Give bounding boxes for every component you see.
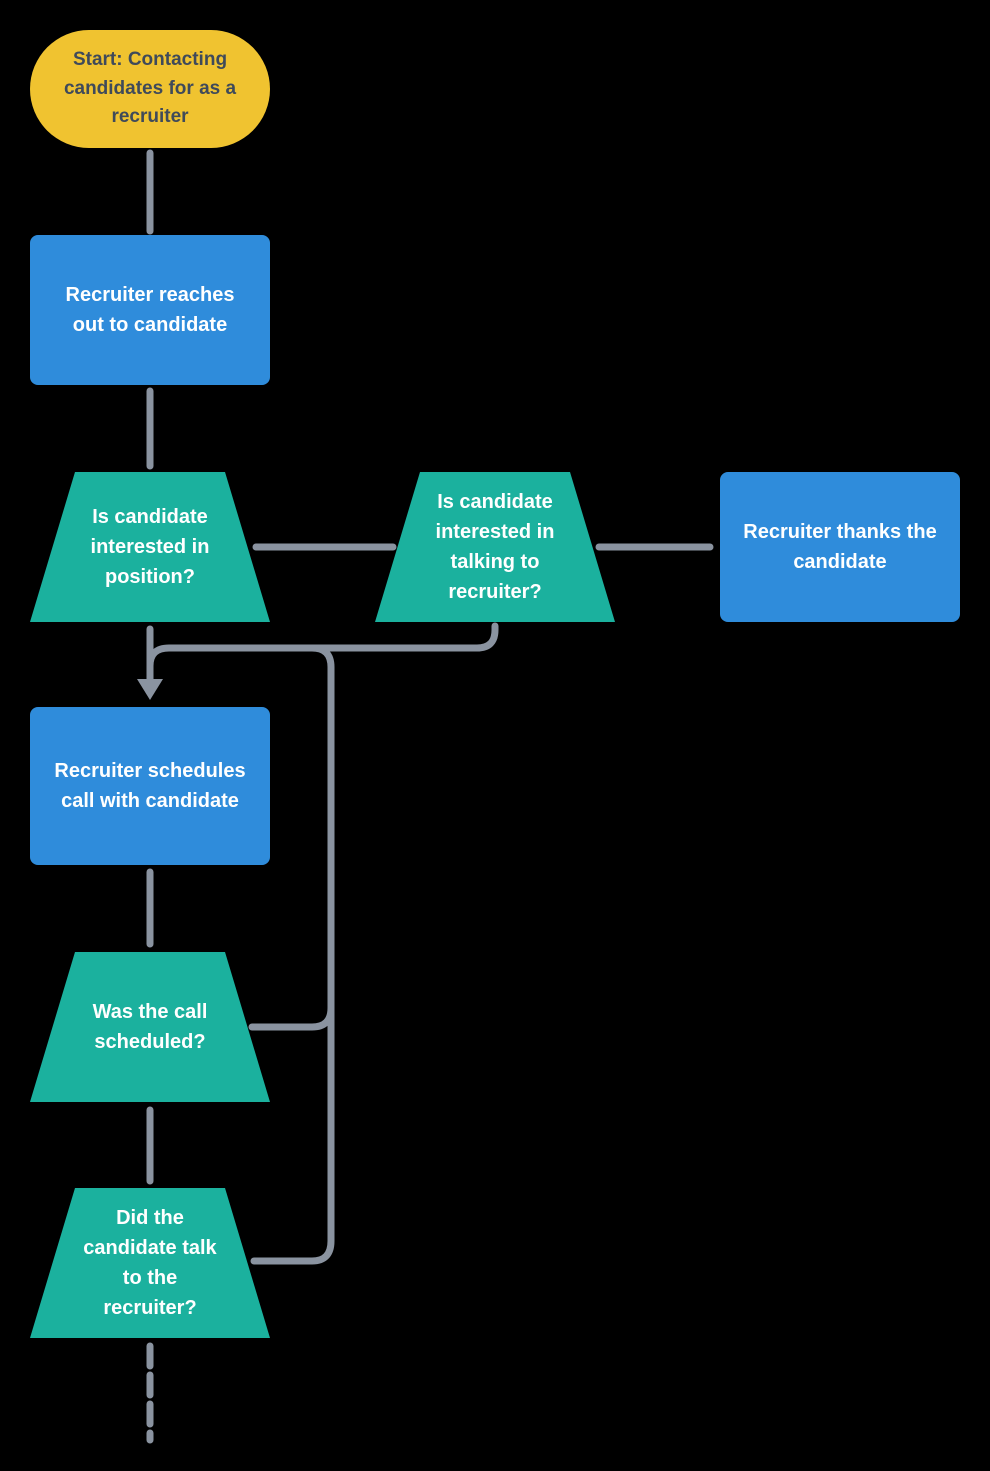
- connector-rail-to-talked: [250, 644, 335, 1265]
- node-recruiter-reaches-out: Recruiter reaches out to candidate: [30, 235, 270, 385]
- node-recruiter-thanks-candidate: Recruiter thanks the candidate: [720, 472, 960, 622]
- node-did-candidate-talk: Did the candidate talk to the recruiter?: [30, 1188, 270, 1338]
- node-was-call-scheduled-label: Was the call scheduled?: [92, 1001, 208, 1053]
- node-start-label: Start: Contacting candidates for as a re…: [63, 49, 237, 128]
- node-is-candidate-interested-in-talking: Is candidate interested in talking to re…: [375, 472, 615, 622]
- node-was-call-scheduled: Was the call scheduled?: [30, 952, 270, 1102]
- node-recruiter-schedules-call: Recruiter schedules call with candidate: [30, 707, 270, 865]
- node-is-candidate-interested-in-position-label: Is candidate interested in position?: [90, 506, 210, 588]
- node-recruiter-thanks-candidate-label: Recruiter thanks the candidate: [743, 521, 937, 573]
- arrowhead-down-icon: [137, 679, 163, 700]
- node-recruiter-reaches-out-label: Recruiter reaches out to candidate: [65, 284, 235, 336]
- node-start: Start: Contacting candidates for as a re…: [30, 30, 270, 148]
- node-is-candidate-interested-in-position: Is candidate interested in position?: [30, 472, 270, 622]
- node-recruiter-schedules-call-label: Recruiter schedules call with candidate: [54, 760, 246, 812]
- node-did-candidate-talk-label: Did the candidate talk to the recruiter?: [83, 1207, 217, 1319]
- connector-call-scheduled-to-rail: [248, 1004, 335, 1031]
- node-is-candidate-interested-in-talking-label: Is candidate interested in talking to re…: [435, 491, 555, 603]
